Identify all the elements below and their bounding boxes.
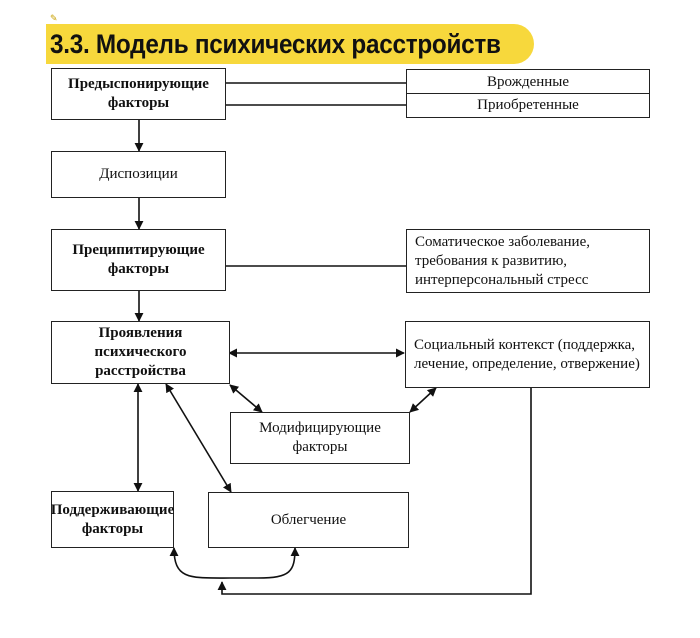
box-acquired: Приобретенные xyxy=(406,93,650,118)
paperclip-icon: ✎ xyxy=(50,13,58,23)
box-maintaining-factors: Поддерживающие факторы xyxy=(51,491,174,548)
box-predisposing-factors: Предыспонирующие факторы xyxy=(51,68,226,120)
arrow-manifestations-modifying xyxy=(229,384,263,413)
arrow-social-modifying xyxy=(409,387,437,413)
box-social-context: Социальный контекст (поддержка, лечение,… xyxy=(405,321,650,388)
arrow-social-feedback xyxy=(217,384,532,595)
box-precipitating-factors: Преципитирующие факторы xyxy=(51,229,226,291)
box-innate: Врожденные xyxy=(406,69,650,95)
arrow-maintaining-relief xyxy=(169,547,300,579)
title-highlight xyxy=(46,24,534,64)
box-manifestations: Проявления психического расстройства xyxy=(51,321,230,384)
page-title: 3.3. Модель психических расстройств xyxy=(50,29,501,59)
box-modifying-factors: Модифицирующие факторы xyxy=(230,412,410,464)
arrow-manifestations-relief xyxy=(165,383,232,493)
box-dispositions: Диспозиции xyxy=(51,151,226,198)
box-somatic-stress: Соматическое заболевание, требования к р… xyxy=(406,229,650,293)
box-relief: Облегчение xyxy=(208,492,409,548)
